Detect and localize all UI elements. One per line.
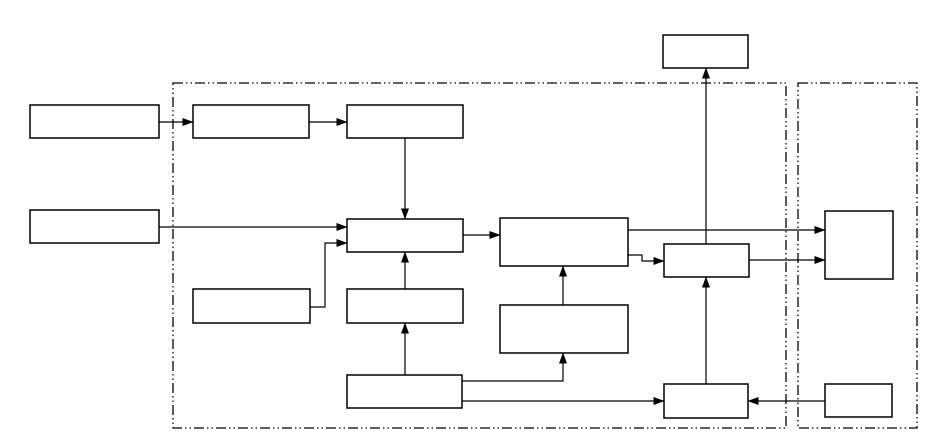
relay-small-box — [663, 243, 750, 278]
center-right-under-box — [499, 304, 629, 354]
boxes-layer — [29, 34, 894, 419]
center-main-box — [346, 218, 464, 253]
dashed-regions-layer — [172, 82, 918, 429]
inner-left-aux-box — [192, 288, 311, 324]
main-dashed-region — [172, 82, 787, 429]
connectors-layer — [159, 67, 826, 405]
conn-bottominner-to-rightunder — [462, 352, 567, 382]
side-dashed-region — [797, 82, 918, 429]
conn-aux-to-center — [310, 239, 348, 308]
row1-stage1-box — [192, 104, 310, 139]
conn-large-to-relay — [628, 254, 665, 265]
center-right-large-box — [499, 217, 629, 267]
row1-stage2-box — [346, 104, 464, 139]
right-square-box — [824, 210, 894, 280]
bottom-inner-box — [346, 374, 463, 409]
input-top-left-box — [29, 104, 160, 139]
bottom-center-box — [663, 383, 749, 419]
input-mid-left-box — [29, 209, 160, 244]
right-bottom-external-box — [824, 383, 893, 418]
center-under-box — [346, 288, 464, 324]
output-top-box — [662, 34, 749, 69]
